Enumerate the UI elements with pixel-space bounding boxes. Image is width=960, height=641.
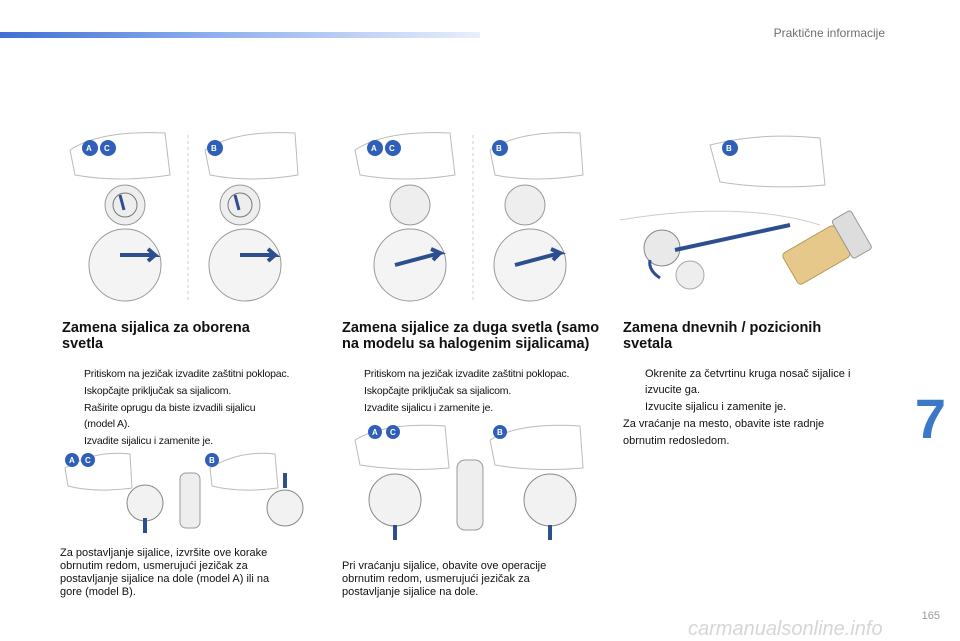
illustration-high-beam-reinstall: A C B: [354, 424, 584, 540]
title-line: Zamena sijalica za oborena: [62, 320, 250, 336]
section-title: Praktične informacije: [773, 26, 885, 40]
column-title: Zamena dnevnih / pozicionih svetala: [623, 320, 893, 352]
footer-watermark: carmanualsonline.info: [688, 618, 883, 640]
label-c: C: [390, 428, 396, 437]
page-number: 165: [921, 610, 940, 622]
label-a: A: [371, 144, 377, 153]
label-a: A: [86, 144, 92, 153]
list-item: Pritiskom na jezičak izvadite zaštitni p…: [364, 368, 570, 380]
label-c: C: [389, 144, 395, 153]
list-item: Raširite oprugu da biste izvadili sijali…: [84, 402, 256, 430]
header-gradient-bar: [0, 32, 480, 38]
list-item: Izvadite sijalicu i zamenite je.: [364, 402, 493, 414]
note-line: obrnutim redom, usmerujući jezičak za: [342, 573, 530, 585]
column-high-beam: Zamena sijalice za duga svetla (samo na …: [342, 320, 612, 417]
note-line: Za vraćanje na mesto, obavite iste radnj…: [623, 418, 825, 430]
illustration-high-beam-steps: A C B: [354, 132, 584, 302]
label-a: A: [69, 456, 75, 465]
column-title: Zamena sijalice za duga svetla (samo na …: [342, 320, 612, 352]
label-b: B: [209, 456, 215, 465]
title-line: Zamena dnevnih / pozicionih: [623, 320, 822, 336]
column-low-beam-note: Za postavljanje sijalice, izvršite ove k…: [60, 547, 330, 599]
illustration-low-beam-steps: A C B: [69, 132, 299, 302]
note-line: gore (model B).: [60, 586, 136, 598]
column-title: Zamena sijalica za oborena svetla: [62, 320, 332, 352]
list-item: Iskopčajte priključak sa sijalicom.: [84, 385, 232, 397]
list-item: Izvadite sijalicu i zamenite je.: [84, 435, 213, 447]
title-line: svetla: [62, 336, 104, 352]
column-low-beam: Zamena sijalica za oborena svetla Pritis…: [62, 320, 332, 450]
note-line: postavljanje sijalice na dole.: [342, 586, 479, 598]
label-c: C: [85, 456, 91, 465]
list-item: Pritiskom na jezičak izvadite zaštitni p…: [84, 368, 290, 380]
column-daytime-lights: Zamena dnevnih / pozicionih svetala Okre…: [623, 320, 893, 450]
list-item: Izvucite sijalicu i zamenite je.: [645, 401, 787, 413]
label-b: B: [726, 144, 732, 153]
note-line: postavljanje sijalice na dole (model A) …: [60, 573, 270, 585]
title-line: svetala: [623, 336, 673, 352]
label-b: B: [497, 428, 503, 437]
note-line: obrnutim redosledom.: [623, 435, 730, 447]
title-line: na modelu sa halogenim sijalicama): [342, 336, 590, 352]
note-line: Pri vraćanju sijalice, obavite ove opera…: [342, 560, 547, 572]
list-item: Iskopčajte priključak sa sijalicom.: [364, 385, 512, 397]
illustration-daytime-light: B: [620, 135, 872, 290]
note-line: obrnutim redom, usmerujući jezičak za: [60, 560, 248, 572]
column-high-beam-note: Pri vraćanju sijalice, obavite ove opera…: [342, 560, 612, 599]
label-b: B: [496, 144, 502, 153]
list-item: Okrenite za četvrtinu kruga nosač sijali…: [645, 368, 851, 396]
chapter-number: 7: [914, 387, 946, 450]
column-note: Za vraćanje na mesto, obavite iste radnj…: [623, 416, 893, 450]
label-a: A: [372, 428, 378, 437]
label-c: C: [104, 144, 110, 153]
illustration-low-beam-reinstall: A C B: [64, 452, 304, 533]
title-line: Zamena sijalice za duga svetla (samo: [342, 320, 600, 336]
note-line: Za postavljanje sijalice, izvršite ove k…: [60, 547, 268, 559]
label-b: B: [211, 144, 217, 153]
